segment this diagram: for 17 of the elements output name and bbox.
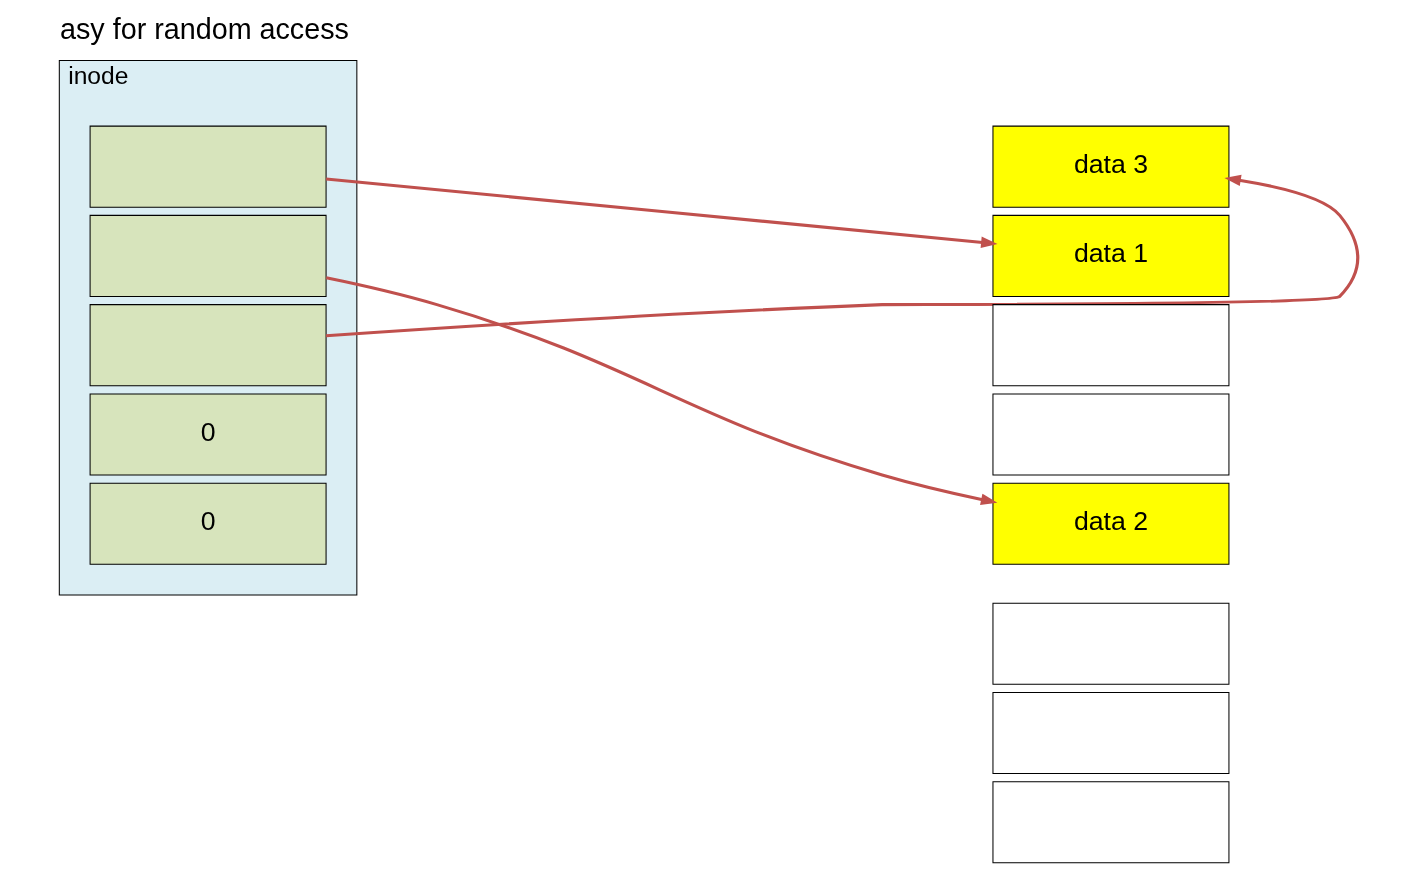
node-box [991, 781, 1229, 864]
node-box: data 3 [991, 125, 1229, 208]
arrow [325, 276, 997, 505]
node-box [89, 214, 327, 297]
node-box [991, 393, 1229, 476]
diagram-title: asy for random access [59, 13, 349, 46]
node-box [991, 691, 1229, 775]
node-box [89, 304, 327, 387]
node-box: 0 [89, 393, 327, 476]
arrow [325, 174, 1359, 338]
node-box: data 2 [991, 482, 1229, 565]
node-box [89, 125, 327, 208]
node-box [991, 602, 1229, 685]
node-box: data 1 [991, 214, 1229, 297]
node-box [991, 304, 1229, 387]
arrow [325, 177, 998, 249]
node-box: 0 [89, 482, 327, 565]
